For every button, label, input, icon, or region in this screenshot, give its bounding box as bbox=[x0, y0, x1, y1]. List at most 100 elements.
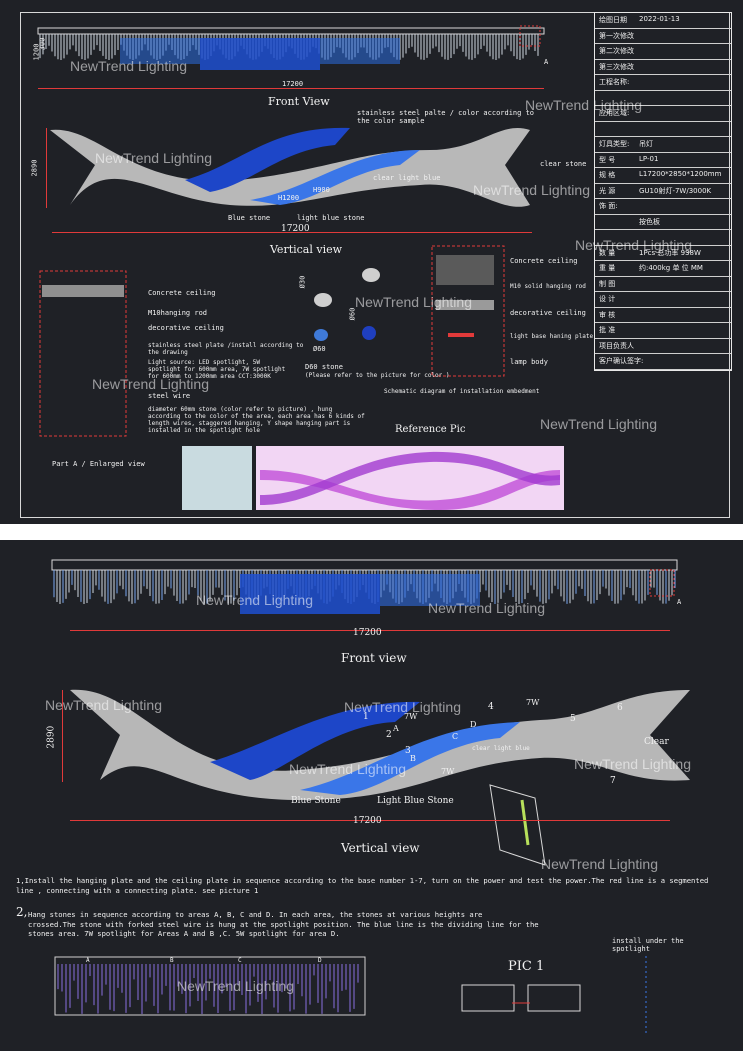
h900-label: H900 bbox=[313, 186, 330, 194]
strip-label-c: C bbox=[238, 957, 242, 964]
title-block-row: 按色板 bbox=[595, 215, 731, 230]
vertical-height-dim bbox=[46, 128, 47, 208]
d60-note-label: (Please refer to the picture for color ) bbox=[305, 372, 450, 379]
title-block-value: 2022-01-13 bbox=[639, 15, 680, 23]
vertical2-view-title: Vertical view bbox=[341, 841, 420, 855]
title-block-value: 吊灯 bbox=[639, 140, 653, 148]
watermark: NewTrend Lighting bbox=[541, 856, 658, 872]
stone-phi30-label: Ø30 bbox=[298, 275, 307, 289]
watermark: NewTrend Lighting bbox=[355, 294, 472, 310]
vertical2-length-dim bbox=[70, 820, 670, 821]
vertical2-length-label: 17200 bbox=[353, 816, 382, 826]
schem-concrete-label: Concrete ceiling bbox=[510, 257, 578, 265]
install-note-1: 1,Install the hanging plate and the ceil… bbox=[16, 876, 709, 895]
area-d-label: D bbox=[470, 720, 477, 729]
title-block-value: LP-01 bbox=[639, 154, 659, 163]
title-block-row: 工程名称: bbox=[595, 75, 731, 91]
front2-callout: A bbox=[677, 598, 682, 606]
plate-label: stainless steel palte / color according … bbox=[357, 109, 535, 126]
watermark: NewTrend Lighting bbox=[525, 97, 642, 113]
pic1-title: PIC 1 bbox=[508, 959, 545, 974]
spot-7w-a: 7W bbox=[404, 712, 418, 721]
drawing-sheet-1: 17200 1200 300 A Front View stainless st… bbox=[0, 0, 743, 524]
light-blue-stone2-label: Light Blue Stone bbox=[377, 796, 454, 806]
vertical-length-label: 17200 bbox=[281, 224, 310, 234]
stone-blue-icon bbox=[362, 326, 376, 340]
spot-7w-c: 7W bbox=[526, 698, 540, 707]
title-block-row bbox=[595, 91, 731, 106]
front-callout: A bbox=[544, 58, 549, 66]
title-block-row bbox=[595, 122, 731, 137]
title-block-value: L17200*2850*1200mm bbox=[639, 170, 722, 178]
vertical-length-dim bbox=[52, 232, 532, 233]
strip-label-b: B bbox=[170, 957, 174, 964]
title-block-label: 客户确认签字: bbox=[599, 357, 644, 365]
plate-note-label: stainless steel plate /install according… bbox=[148, 342, 304, 356]
watermark: NewTrend Lighting bbox=[428, 600, 545, 616]
stone-light-blue-icon bbox=[314, 329, 328, 341]
strip-label-a: A bbox=[86, 957, 90, 964]
zone-3: 3 bbox=[405, 746, 411, 756]
zone-1: 1 bbox=[363, 712, 369, 722]
watermark: NewTrend Lighting bbox=[344, 699, 461, 715]
title-block-label: 制 图 bbox=[599, 279, 616, 288]
title-block-value: 按色板 bbox=[639, 217, 660, 226]
title-block-label: 型 号 bbox=[599, 155, 616, 164]
title-block-row: 设 计 bbox=[595, 292, 731, 308]
title-block-value: GU10射灯-7W/3000K bbox=[639, 186, 712, 195]
front2-length-label: 17200 bbox=[353, 628, 382, 638]
area-b-label: B bbox=[410, 754, 416, 763]
title-block-row: 批 准 bbox=[595, 323, 731, 339]
schem-base-label: light base haning plate bbox=[510, 333, 594, 340]
zone-4: 4 bbox=[488, 702, 494, 712]
title-block-label: 饰 面: bbox=[599, 202, 618, 210]
title-block-label: 重 量 bbox=[599, 264, 616, 272]
title-block-row: 灯具类型:吊灯 bbox=[595, 137, 731, 153]
watermark: NewTrend Lighting bbox=[45, 697, 162, 713]
area-c-label: C bbox=[452, 732, 459, 741]
drawing-sheet-2: 17200 A Front view 2890 17200 Vertical v… bbox=[0, 540, 743, 1051]
title-block-row: 项目负责人 bbox=[595, 339, 731, 354]
schem-lamp-label: lamp body bbox=[510, 358, 548, 366]
install-note-2-number: 2, bbox=[16, 905, 28, 919]
zone-5: 5 bbox=[570, 714, 576, 724]
stone-clear-icon bbox=[314, 293, 332, 307]
watermark: NewTrend Lighting bbox=[289, 761, 406, 777]
title-block-label: 规 格 bbox=[599, 171, 616, 179]
front2-length-dim bbox=[70, 630, 670, 631]
zone-2: 2 bbox=[386, 730, 392, 740]
title-block-label: 工程名称: bbox=[599, 78, 630, 86]
schem-deco-label: decorative ceiling bbox=[510, 309, 586, 317]
vertical-view-title: Vertical view bbox=[270, 243, 343, 256]
title-block-row: 制 图 bbox=[595, 277, 731, 292]
spotlight-note: install under the spotlight bbox=[612, 937, 684, 954]
sheet-border bbox=[20, 12, 730, 518]
stone-clear-2-icon bbox=[362, 268, 380, 282]
watermark: NewTrend Lighting bbox=[540, 416, 657, 432]
watermark: NewTrend Lighting bbox=[574, 756, 691, 772]
title-block-label: 设 计 bbox=[599, 295, 616, 303]
decorative-ceiling-label: decorative ceiling bbox=[148, 324, 224, 332]
title-block-row: 重 量约:400kg 单 位 MM bbox=[595, 261, 731, 277]
title-block-label: 第三次修改 bbox=[599, 62, 634, 71]
title-block-row: 第二次修改 bbox=[595, 44, 731, 60]
spot-7w-b: 7W bbox=[441, 767, 455, 776]
title-block-row bbox=[595, 230, 731, 246]
title-block-row: 第一次修改 bbox=[595, 29, 731, 44]
watermark: NewTrend Lighting bbox=[473, 182, 590, 198]
zone-7: 7 bbox=[610, 776, 616, 786]
watermark: NewTrend Lighting bbox=[196, 592, 313, 608]
reference-pic-title: Reference Pic bbox=[395, 424, 466, 435]
clear-light-blue-label: clear light blue bbox=[373, 174, 441, 182]
title-block-label: 数 量 bbox=[599, 248, 616, 257]
schem-rod-label: M10 solid hanging rod bbox=[510, 283, 586, 290]
front-length-dim bbox=[38, 88, 544, 89]
strip-label-d: D bbox=[318, 957, 322, 964]
watermark: NewTrend Lighting bbox=[70, 58, 187, 74]
vertical-height-label: 2890 bbox=[30, 159, 39, 177]
title-block-label: 审 核 bbox=[599, 310, 616, 319]
